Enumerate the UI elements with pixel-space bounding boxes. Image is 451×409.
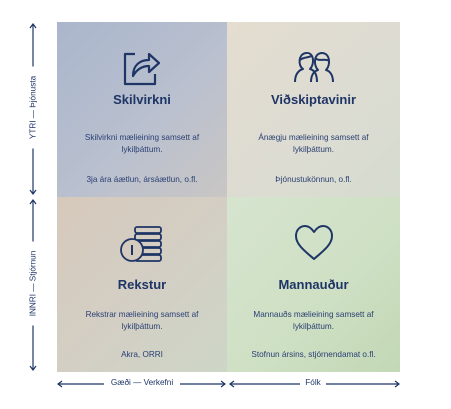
quadrant-title: Skilvirkni <box>113 92 171 107</box>
quadrant-title: Rekstur <box>117 277 167 292</box>
quadrant-description: Rekstrar mælieining samsett af lykilþátt… <box>85 310 199 331</box>
axis-label-ytri: YTRI — Þjónusta <box>28 66 38 149</box>
quadrant-examples: Stofnun ársins, stjórnendamat o.fl. <box>251 350 376 359</box>
quadrant-title: Viðskiptavinir <box>270 92 356 107</box>
quadrant-vidskiptavinir: Viðskiptavinir Ánægju mælieining samsett… <box>227 22 400 197</box>
quadrant-examples: 3ja ára áætlun, ársáætlun, o.fl. <box>86 175 198 184</box>
quadrant-examples: Þjónustukönnun, o.fl. <box>275 175 352 184</box>
heart-icon <box>294 225 333 260</box>
axis-label-innri: INNRI — Stjórnun <box>28 241 38 326</box>
quadrant-rekstur: Rekstur Rekstrar mælieining samsett af l… <box>57 197 227 372</box>
quadrant-description: Mannauðs mælieining samsett af lykilþátt… <box>253 310 374 331</box>
quadrant-examples: Akra, ORRI <box>121 350 163 359</box>
quadrant-mannaudur: Mannauður Mannauðs mælieining samsett af… <box>227 197 400 372</box>
quadrant-description: Skilvirkni mælieining samsett af lykilþá… <box>84 133 200 154</box>
axis-label-gaedi: Gæði — Verkefni <box>104 378 180 387</box>
quadrant-description: Ánægju mælieining samsett af lykilþáttum… <box>258 133 369 154</box>
coin-stack-icon <box>120 226 162 262</box>
axis-label-folk: Fólk <box>300 378 326 387</box>
people-faces-icon <box>293 51 334 83</box>
quadrant-title: Mannauður <box>278 277 349 292</box>
share-arrow-icon <box>123 52 161 86</box>
quadrant-skilvirkni: Skilvirkni Skilvirkni mælieining samsett… <box>57 22 227 197</box>
